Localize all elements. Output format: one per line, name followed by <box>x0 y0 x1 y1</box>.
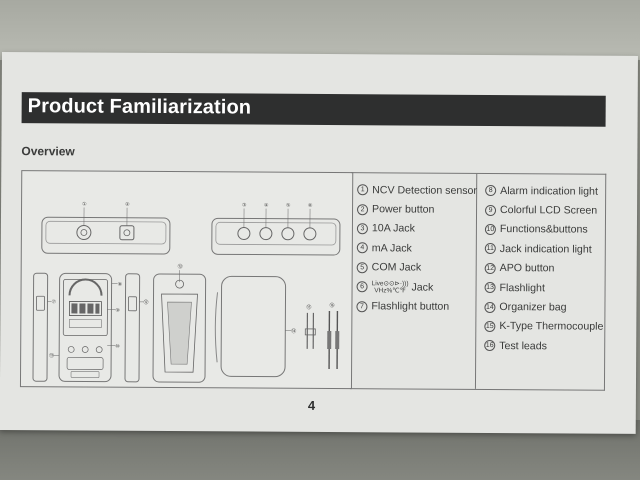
item-label: Flashlight button <box>371 300 450 313</box>
diagram-label-15: ⑮ <box>306 304 311 311</box>
product-diagram: ① ② ③ ④ ⑤ ⑥ <box>19 170 354 390</box>
item-number: 13 <box>484 282 496 294</box>
item-number: 9 <box>485 204 497 216</box>
section-title: Product Familiarization <box>27 95 252 119</box>
diagram-label-12: ⑫ <box>143 299 148 306</box>
item-label: Colorful LCD Screen <box>500 204 598 217</box>
item-number: 3 <box>356 223 368 235</box>
item-label: APO button <box>499 262 555 275</box>
manual-page: Product Familiarization Overview ① ② <box>0 52 638 434</box>
side-view-right: ⑫ <box>124 273 149 383</box>
organizer-bag-illustration: ⑭ <box>214 275 296 378</box>
item-number: 10 <box>484 223 496 235</box>
item-label: Jack indication light <box>499 242 592 256</box>
overview-heading: Overview <box>21 144 75 159</box>
item-number: 4 <box>356 242 368 254</box>
item-label: K-Type Thermocouple <box>499 320 604 334</box>
item-label: Power button <box>372 203 435 216</box>
item-label: Alarm indication light <box>500 184 598 198</box>
page-number: 4 <box>307 397 316 413</box>
item-label: Jack <box>411 281 434 294</box>
item-label: Flashlight <box>499 281 545 294</box>
section-banner: Product Familiarization <box>21 92 606 127</box>
top-view-front-edge: ① ② <box>41 201 171 255</box>
item-label: NCV Detection sensor <box>372 183 478 197</box>
diagram-label-6: ⑥ <box>308 203 313 209</box>
item-label: COM Jack <box>371 261 422 274</box>
background-top <box>0 0 640 60</box>
item-number: 15 <box>484 320 496 332</box>
side-view-left: ⑦ <box>32 272 56 382</box>
diagram-label-3: ③ <box>242 202 247 208</box>
item-number: 7 <box>356 300 368 312</box>
item-number: 16 <box>484 340 496 352</box>
thermocouple-illustration: ⑮ <box>304 304 316 349</box>
diagram-label-11: ⑪ <box>49 352 54 359</box>
item-number: 2 <box>357 203 369 215</box>
diagram-label-9: ⑨ <box>115 308 120 314</box>
item-label: mA Jack <box>371 242 412 255</box>
item-label: Organizer bag <box>499 301 567 314</box>
diagram-label-8: ⑧ <box>118 282 123 288</box>
item-number: 1 <box>357 184 369 196</box>
item-number: 14 <box>484 301 496 313</box>
alarm-light-marker: ⑧ <box>111 282 123 288</box>
test-leads-illustration: ⑯ <box>327 302 340 370</box>
diagram-label-13: ⑬ <box>178 263 183 270</box>
symbols-bottom: VHz%℃℉ <box>374 286 406 295</box>
item-label: Functions&buttons <box>499 223 588 237</box>
item-number: 11 <box>484 243 496 255</box>
front-view-meter: ⑨ ⑩ ⑪ <box>49 272 120 383</box>
diagram-label-5: ⑤ <box>286 203 291 209</box>
top-view-jack-edge: ③ ④ ⑤ ⑥ <box>211 202 341 256</box>
item-label: Test leads <box>499 339 547 353</box>
symbols-top: Live⊙⊙⊳·))) <box>371 279 409 288</box>
measurement-symbols: Live⊙⊙⊳·)))VHz%℃℉ <box>372 280 409 294</box>
diagram-label-2: ② <box>125 202 130 208</box>
diagram-label-16: ⑯ <box>329 302 334 309</box>
diagram-label-4: ④ <box>264 203 269 209</box>
item-label: 10A Jack <box>371 222 415 235</box>
item-number: 6 <box>356 281 368 293</box>
item-number: 12 <box>484 262 496 274</box>
diagram-label-14: ⑭ <box>291 328 296 335</box>
diagram-label-10: ⑩ <box>115 344 120 350</box>
back-view-meter: ⑬ <box>152 263 207 383</box>
item-number: 8 <box>485 185 497 197</box>
item-number: 5 <box>356 261 368 273</box>
diagram-label-7: ⑦ <box>51 299 56 305</box>
diagram-illustration: ① ② ③ ④ ⑤ ⑥ <box>32 201 341 383</box>
diagram-label-1: ① <box>82 201 87 207</box>
